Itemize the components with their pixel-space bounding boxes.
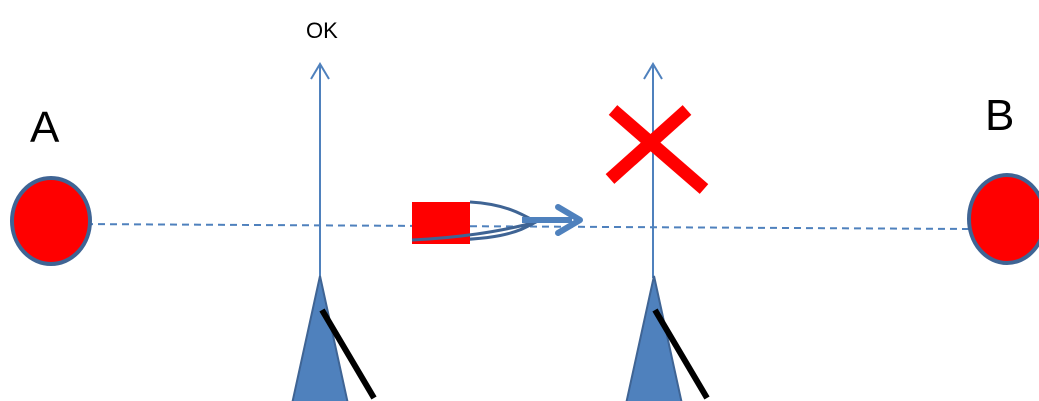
boat-icon [411, 200, 583, 244]
red-x-icon [605, 105, 709, 194]
point-b-label: B [985, 91, 1015, 140]
right-gate-pole [652, 308, 710, 400]
boat-direction-arrowhead [555, 204, 583, 236]
right-arrowhead [643, 62, 663, 80]
point-a-circle [10, 176, 92, 266]
left-arrowhead [310, 62, 330, 80]
left-gate-triangle [291, 275, 349, 401]
ok-label: OK [306, 18, 338, 43]
point-b-circle [967, 173, 1039, 265]
point-a-label: A [30, 103, 60, 152]
left-gate-pole [319, 308, 377, 400]
boat-hull-stroke [411, 220, 537, 242]
right-gate-triangle [625, 275, 683, 401]
